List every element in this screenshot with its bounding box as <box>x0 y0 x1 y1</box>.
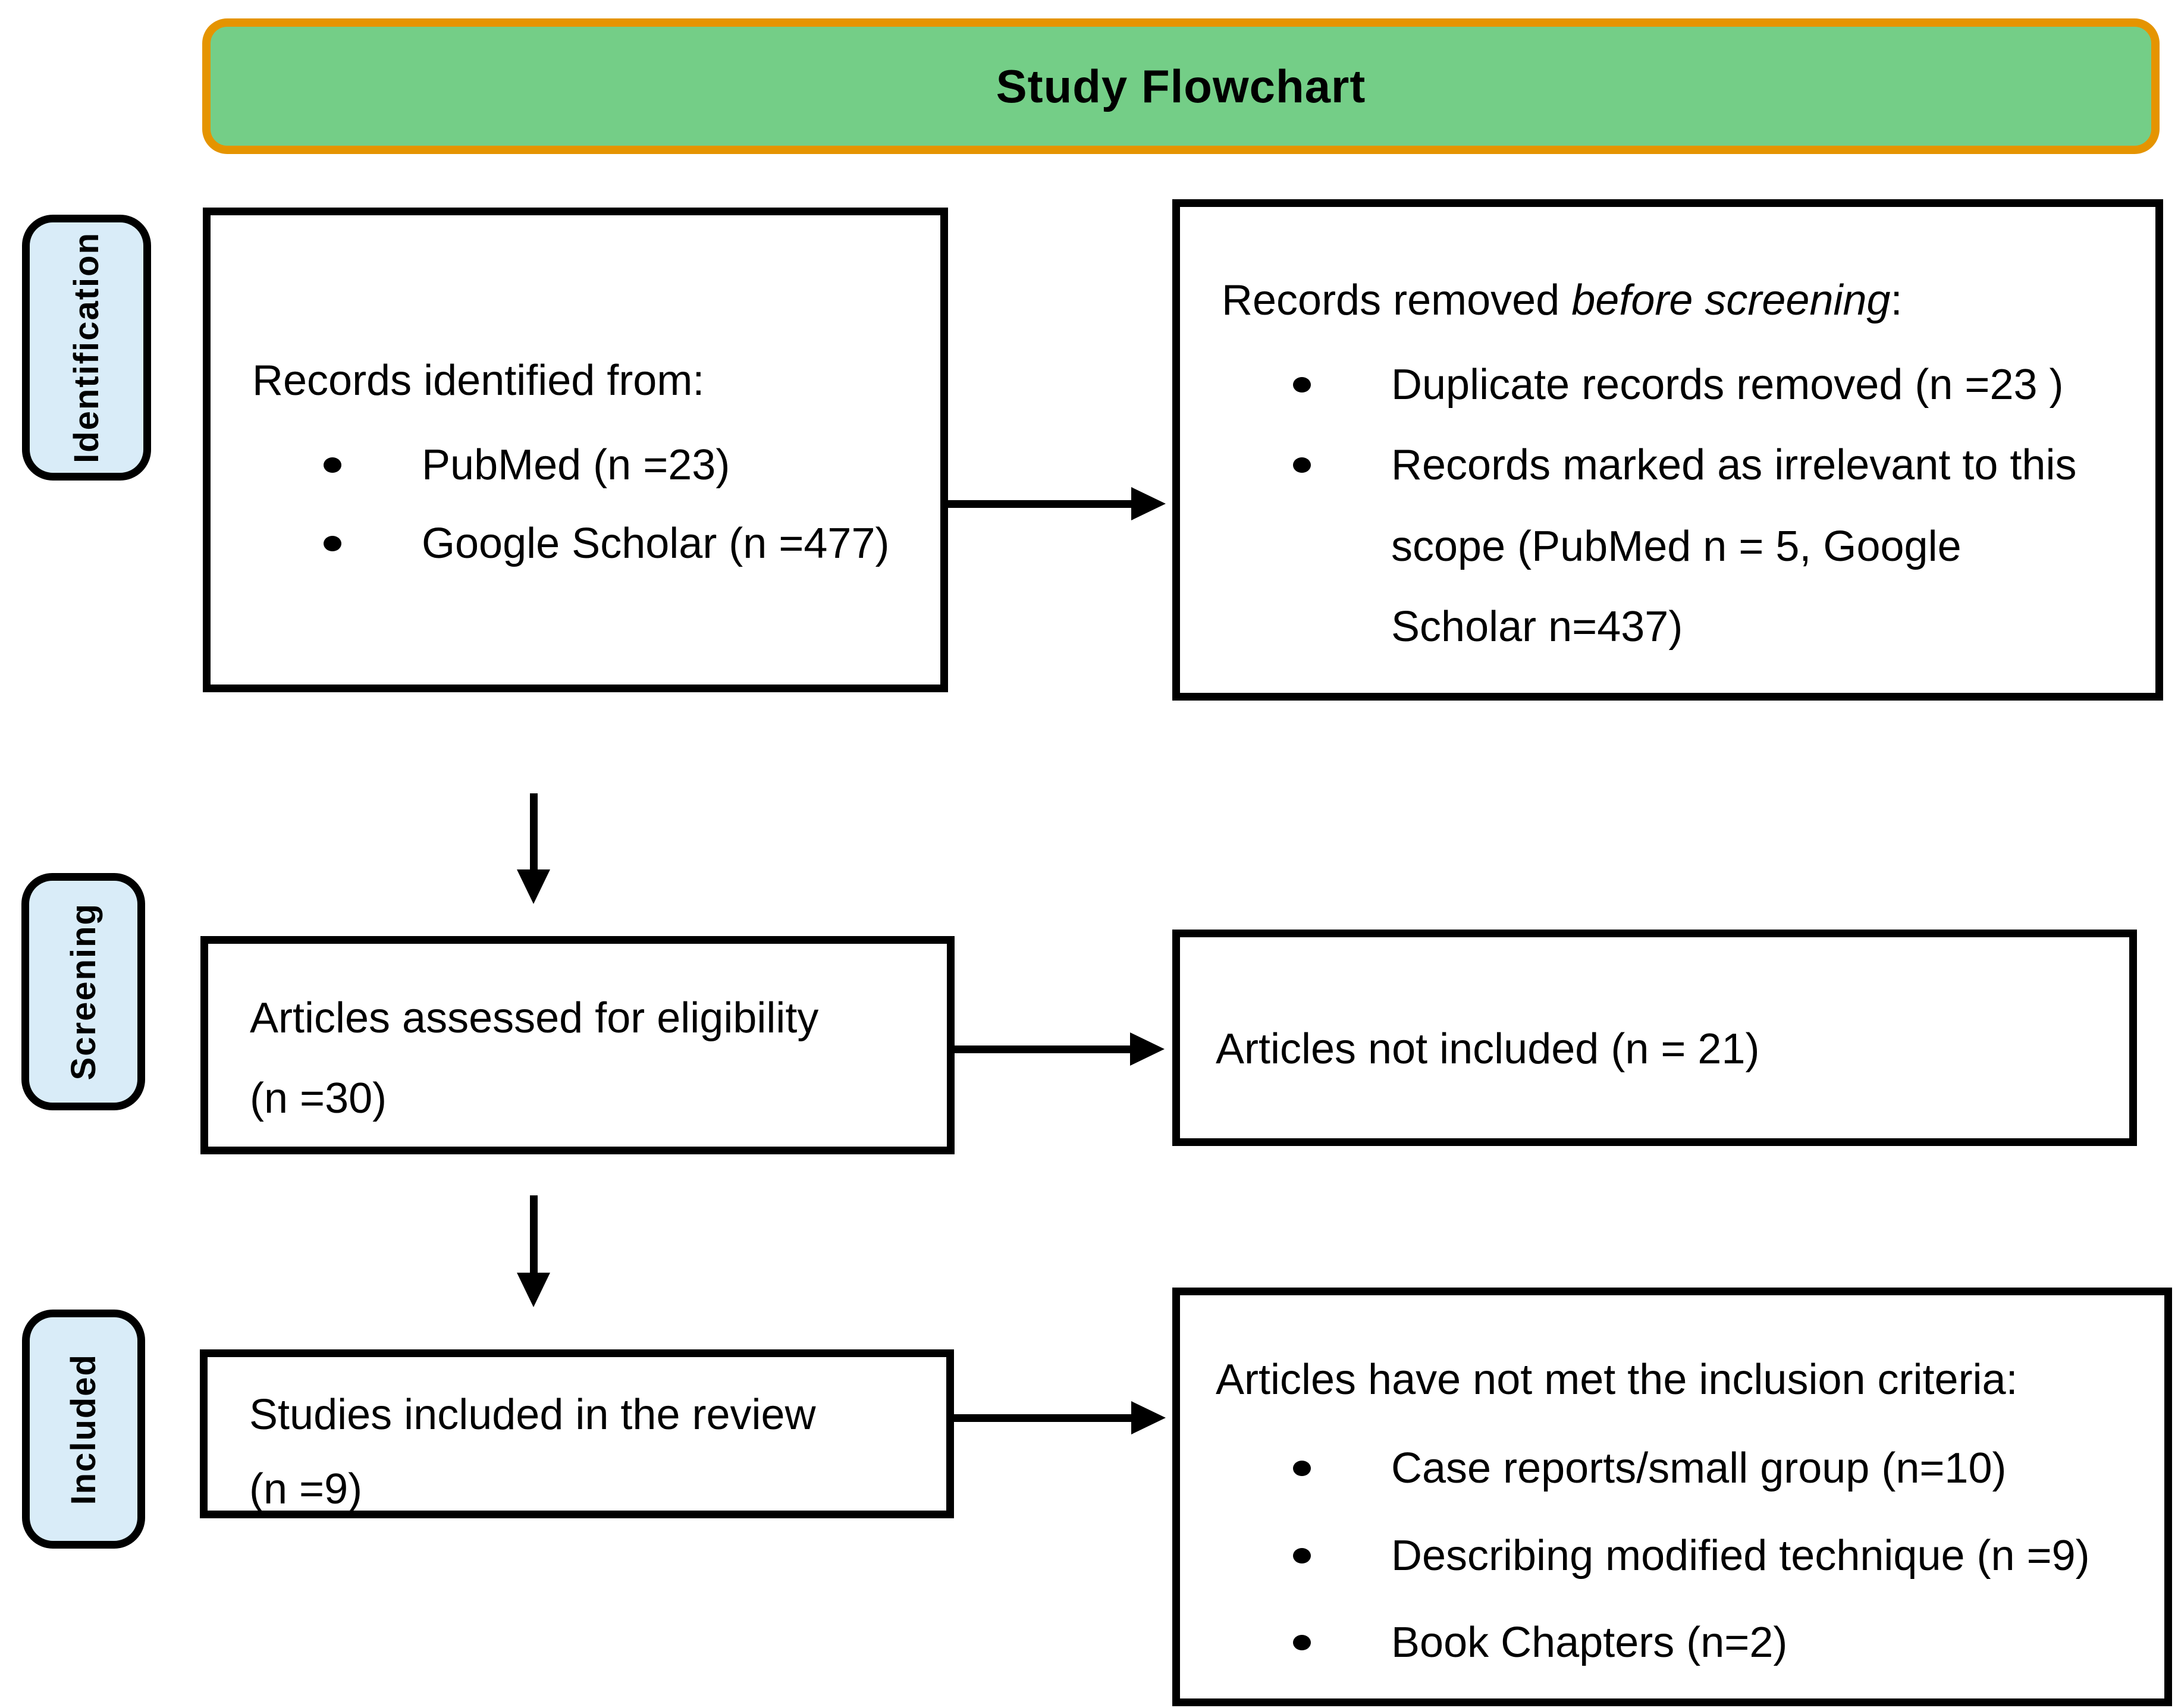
box-studies-included: Studies included in the review (n =9) <box>200 1349 954 1518</box>
title-banner: Study Flowchart <box>202 18 2160 154</box>
stage-label-screening: Screening <box>21 873 145 1110</box>
arrow-identified-to-assessed-line <box>530 793 538 872</box>
bullet-icon <box>1293 1635 1311 1650</box>
bullet-icon <box>324 536 341 551</box>
box-articles-assessed: Articles assessed for eligibility (n =30… <box>200 936 955 1154</box>
list-item: PubMed (n =23) <box>211 435 940 495</box>
articles-not-included-line: Articles not included (n = 21) <box>1216 1025 1760 1073</box>
arrow-right-icon <box>1131 1401 1166 1434</box>
not-met-bullet-modified-technique: Describing modified technique (n =9) <box>1391 1532 2090 1580</box>
list-item: Duplicate records removed (n =23 ) <box>1180 355 2155 415</box>
records-identified-bullet-scholar: Google Scholar (n =477) <box>422 520 890 567</box>
bullet-icon <box>1293 1548 1311 1563</box>
records-removed-bullet-duplicates: Duplicate records removed (n =23 ) <box>1391 361 2064 409</box>
records-removed-bullet-irrelevant-l1: Records marked as irrelevant to this <box>1391 441 2077 489</box>
box-records-identified: Records identified from: PubMed (n =23) … <box>203 208 948 692</box>
page-title: Study Flowchart <box>996 59 1366 112</box>
stage-label-identification-text: Identification <box>67 232 106 463</box>
arrow-down-icon <box>517 1273 550 1307</box>
bullet-icon <box>1293 457 1311 473</box>
not-met-bullet-book-chapters: Book Chapters (n=2) <box>1391 1619 1788 1666</box>
records-removed-bullet-irrelevant-l3: Scholar n=437) <box>1391 603 1683 651</box>
list-item: Book Chapters (n=2) <box>1180 1613 2164 1672</box>
arrow-assessed-to-included-line <box>530 1195 538 1275</box>
not-met-bullet-case-reports: Case reports/small group (n=10) <box>1391 1445 2007 1492</box>
records-removed-heading: Records removed before screening: <box>1180 271 2155 330</box>
records-identified-bullet-pubmed: PubMed (n =23) <box>422 441 730 489</box>
records-identified-heading: Records identified from: <box>252 357 705 404</box>
arrow-down-icon <box>517 869 550 904</box>
arrow-assessed-to-not-included-line <box>955 1045 1133 1053</box>
list-item: Case reports/small group (n=10) <box>1180 1439 2164 1498</box>
list-item: Records marked as irrelevant to this <box>1180 435 2155 495</box>
arrow-right-icon <box>1130 1032 1165 1066</box>
stage-label-included: Included <box>22 1310 145 1549</box>
stage-label-identification: Identification <box>22 215 151 481</box>
stage-label-included-text: Included <box>64 1353 103 1505</box>
studies-included-line1: Studies included in the review <box>249 1391 816 1439</box>
not-met-criteria-heading: Articles have not met the inclusion crit… <box>1216 1356 2018 1404</box>
articles-assessed-line2: (n =30) <box>250 1075 387 1122</box>
box-articles-not-included: Articles not included (n = 21) <box>1172 930 2137 1146</box>
list-item: Google Scholar (n =477) <box>211 514 940 573</box>
bullet-icon <box>1293 377 1311 393</box>
records-removed-bullet-irrelevant-l2: scope (PubMed n = 5, Google <box>1391 523 1962 570</box>
bullet-icon <box>1293 1461 1311 1476</box>
arrow-identified-to-removed-line <box>948 500 1134 508</box>
records-removed-heading-italic: before screening <box>1571 277 1891 324</box>
studies-included-line2: (n =9) <box>249 1465 363 1513</box>
box-not-met-criteria: Articles have not met the inclusion crit… <box>1172 1288 2172 1706</box>
records-removed-heading-suffix: : <box>1890 277 1903 324</box>
articles-assessed-line1: Articles assessed for eligibility <box>250 994 819 1042</box>
arrow-right-icon <box>1131 487 1166 520</box>
list-item: Describing modified technique (n =9) <box>1180 1526 2164 1585</box>
stage-label-screening-text: Screening <box>64 903 103 1081</box>
arrow-included-to-criteria-line <box>954 1414 1134 1422</box>
box-records-removed: Records removed before screening: Duplic… <box>1172 199 2163 701</box>
bullet-icon <box>324 457 341 473</box>
records-removed-heading-prefix: Records removed <box>1222 277 1572 324</box>
